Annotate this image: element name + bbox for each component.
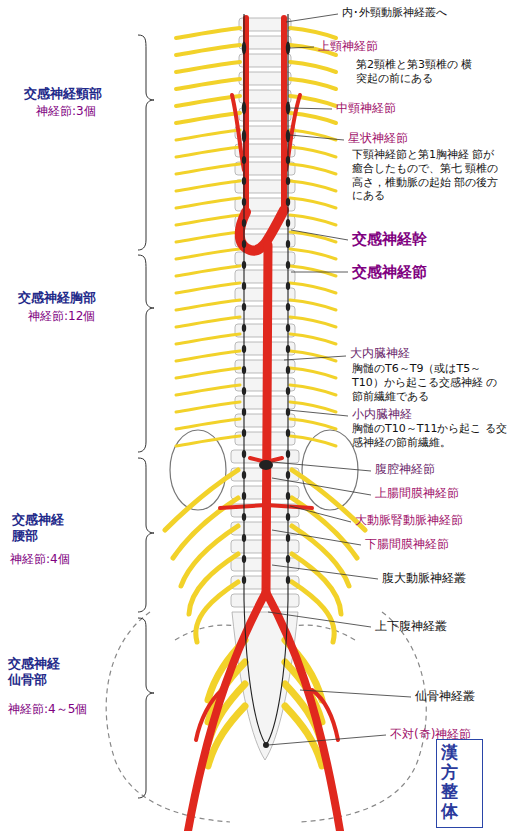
nerve: [176, 96, 240, 106]
nerve: [176, 198, 240, 208]
nerve: [290, 147, 336, 157]
nerve: [176, 266, 240, 276]
label-text: 小内臓神経: [352, 407, 412, 422]
label-text: 交感神経 仙骨部: [8, 656, 66, 689]
label-text: 上頸神経節: [318, 39, 378, 54]
nerve: [176, 402, 240, 412]
sympathetic-trunk: [242, 14, 290, 748]
nerve: [176, 317, 240, 327]
label-text: 第2頸椎と第3頸椎の 横突起の前にある: [356, 58, 474, 86]
label-text: 下腸間膜神経節: [365, 537, 449, 552]
nerve: [176, 147, 240, 157]
nerve: [176, 28, 240, 38]
label-text: 下頸神経節と第1胸神経 節が癒合したもので、第七 頸椎の高さ，椎動脈の起始 部の…: [352, 148, 502, 203]
nerve: [176, 300, 240, 310]
nerve: [176, 283, 240, 293]
label-text: 腹大動脈神経叢: [382, 571, 466, 586]
nerve: [290, 317, 336, 327]
nerve: [176, 385, 240, 395]
nerve: [176, 249, 240, 259]
nerve: [176, 334, 240, 344]
nerve: [176, 215, 240, 225]
nerve: [176, 351, 240, 361]
nerve: [176, 62, 240, 72]
watermark-box: 漢方整体: [436, 739, 483, 828]
nerve: [176, 181, 240, 191]
label-text: 神経節:4～5個: [8, 702, 87, 717]
label-text: 神経節:3個: [36, 104, 96, 119]
nerve: [176, 79, 240, 89]
celiac-ganglion: [259, 460, 273, 470]
label-text: 腹腔神経節: [375, 462, 435, 477]
label-text: 中頸神経節: [336, 101, 396, 116]
nerve: [290, 28, 336, 38]
nerve: [165, 470, 238, 530]
nerve: [290, 198, 336, 208]
label-text: 交感神経幹: [352, 230, 427, 249]
nerve: [290, 385, 336, 395]
nerve: [290, 164, 336, 174]
nerve: [176, 130, 240, 140]
nerve: [290, 215, 336, 225]
nerve: [176, 113, 240, 123]
nerve: [290, 62, 336, 72]
nerve: [196, 582, 238, 642]
nerve: [176, 164, 240, 174]
label-text: 交感神経頸部: [24, 86, 102, 102]
nerve: [292, 582, 334, 642]
label-text: 神経節:4個: [10, 552, 70, 567]
label-text: 上腸間膜神経節: [375, 486, 459, 501]
spinal-nerves: [165, 28, 365, 766]
nerve: [292, 470, 365, 530]
nerve: [290, 436, 336, 446]
label-text: 交感神経節: [352, 263, 427, 282]
label-text: 上下腹神経叢: [375, 619, 447, 634]
nerve: [290, 181, 336, 191]
label-text: 大動脈腎動脈神経節: [355, 513, 463, 528]
watermark-text: 漢方整体: [441, 743, 476, 821]
nerve: [290, 334, 336, 344]
label-text: 大内臓神経: [350, 346, 410, 361]
nerve: [176, 436, 240, 446]
label-text: 神経節:12個: [28, 309, 95, 324]
nerve: [290, 419, 336, 429]
label-text: 仙骨神経叢: [415, 689, 475, 704]
nerve: [290, 300, 336, 310]
nerve: [176, 419, 240, 429]
label-text: 内･外頸動脈神経叢へ: [342, 6, 447, 20]
region-brackets: [138, 35, 154, 798]
aorta: [188, 18, 340, 831]
nerve: [176, 45, 240, 55]
nerve: [176, 232, 240, 242]
nerve: [290, 368, 336, 378]
label-text: 胸髄のT6～T9（或はT5～ T10）から起こる交感神経 の節前繊維である: [352, 362, 508, 403]
label-text: 交感神経胸部: [18, 290, 96, 306]
nerve: [290, 249, 336, 259]
pelvis-outline: [106, 612, 426, 822]
nerve: [176, 368, 240, 378]
label-text: 交感神経 腰部: [12, 512, 70, 545]
label-text: 胸髄のT10～T11から起こ る交感神経の節前繊維。: [352, 422, 508, 450]
nerve: [290, 283, 336, 293]
nerve: [290, 79, 336, 89]
nerve: [290, 266, 336, 276]
label-text: 星状神経節: [348, 131, 408, 146]
